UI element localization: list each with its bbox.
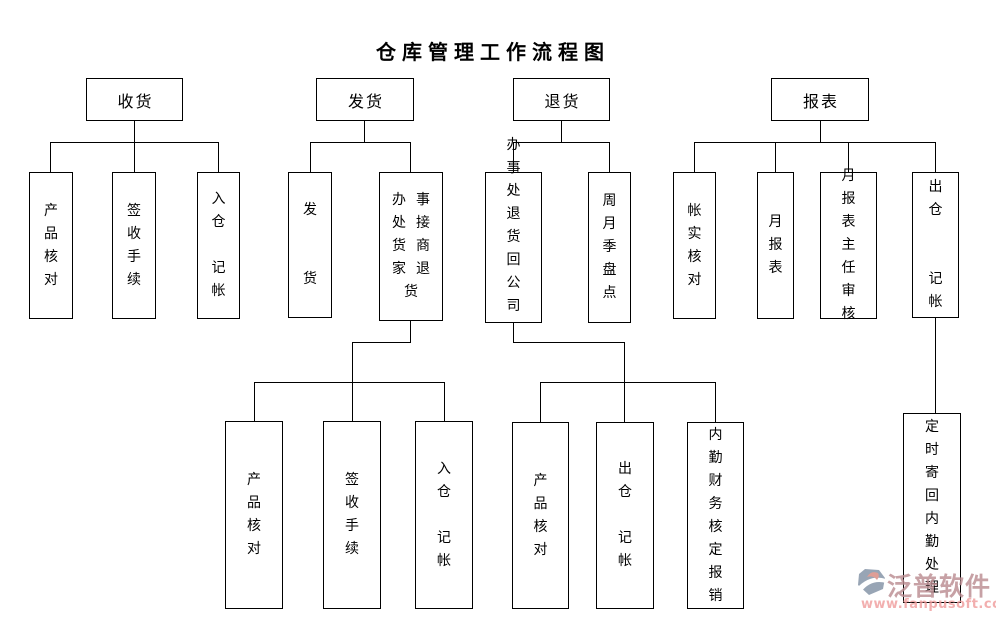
connector-line: [715, 382, 716, 422]
connector-line: [694, 142, 936, 143]
connector-line: [513, 142, 514, 172]
node-ship-goods: 发 货: [288, 172, 332, 318]
node-outbound-bookkeeping: 出 仓 记 帐: [912, 172, 959, 318]
node-signoff-procedure: 签 收 手 续: [112, 172, 156, 319]
diagram-title: 仓库管理工作流程图: [376, 40, 610, 64]
node-internal-finance-approve-reimbursement: 内 勤 财 务 核 定 报 销: [687, 422, 744, 609]
connector-line: [694, 142, 695, 172]
node-account-vs-actual-check: 帐 实 核 对: [673, 172, 716, 319]
connector-line: [513, 342, 625, 343]
connector-line: [410, 142, 411, 172]
group-reports: 报表: [771, 78, 869, 121]
connector-line: [935, 318, 936, 413]
node-office-return-goods-to-company: 办事 处退 货回 公司: [485, 137, 542, 323]
group-receiving: 收货: [86, 78, 183, 121]
connector-line: [134, 142, 135, 172]
node-inbound-bookkeeping: 入 仓 记 帐: [415, 421, 473, 609]
connector-line: [561, 120, 562, 142]
connector-line: [820, 120, 821, 142]
node-monthly-report: 月 报 表: [757, 172, 794, 319]
node-report-director-review: 月报 表主 任审 核: [820, 168, 877, 322]
connector-line: [364, 120, 365, 142]
connector-line: [848, 142, 849, 172]
watermark: 泛普软件 www.fanpusoft.com: [853, 565, 996, 617]
node-product-check: 产 品 核 对: [225, 421, 283, 609]
node-timed-mail-back-internal-processing: 定 时 寄 回 内 勤 处 理: [903, 413, 961, 603]
connector-line: [134, 120, 135, 142]
connector-line: [935, 142, 936, 172]
node-outbound-bookkeeping: 出 仓 记 帐: [596, 422, 654, 609]
node-signoff-procedure: 签 收 手 续: [323, 421, 381, 609]
connector-line: [540, 382, 716, 383]
connector-line: [352, 342, 411, 343]
node-inbound-bookkeeping: 入 仓 记 帐: [197, 172, 240, 319]
node-office-handle-merchant-returns: 办事 处接 货商 家退 货: [379, 172, 443, 321]
group-shipping: 发货: [316, 78, 414, 121]
connector-line: [254, 382, 255, 421]
fanpu-logo-icon: [857, 569, 886, 595]
connector-line: [513, 323, 514, 342]
connector-line: [352, 342, 353, 421]
connector-line: [540, 382, 541, 422]
node-periodic-stocktaking: 周 月 季 盘 点: [588, 172, 631, 323]
connector-line: [410, 321, 411, 342]
watermark-brand: 泛普软件: [887, 572, 992, 601]
group-returns: 退货: [513, 78, 610, 121]
node-product-check: 产 品 核 对: [29, 172, 73, 319]
connector-line: [775, 142, 776, 172]
connector-line: [310, 142, 311, 172]
connector-line: [218, 142, 219, 172]
connector-line: [444, 382, 445, 421]
watermark-url: www.fanpusoft.com: [861, 597, 996, 612]
connector-line: [310, 142, 411, 143]
connector-line: [609, 142, 610, 172]
node-product-check: 产 品 核 对: [512, 422, 569, 609]
connector-line: [513, 142, 610, 143]
connector-line: [254, 382, 445, 383]
connector-line: [50, 142, 51, 172]
